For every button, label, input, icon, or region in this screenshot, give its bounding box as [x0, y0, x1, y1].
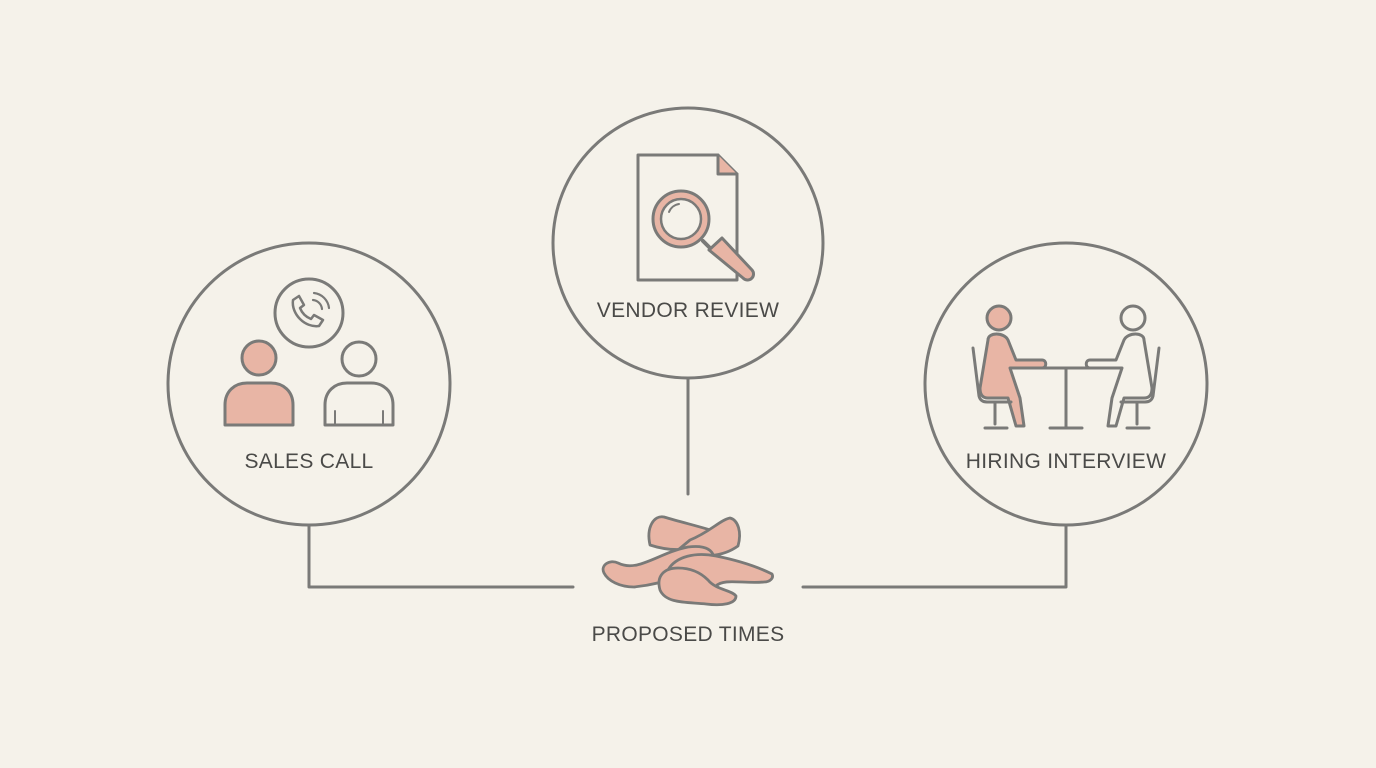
- connector-sales: [307, 523, 575, 589]
- phone-call-icon: [273, 277, 345, 349]
- label-sales-call: SALES CALL: [244, 450, 374, 473]
- document-search-icon: [636, 153, 755, 282]
- node-vendor-review: [551, 106, 825, 380]
- node-sales-call: [166, 241, 452, 527]
- label-proposed-times: PROPOSED TIMES: [591, 623, 785, 646]
- interview-table-icon: [971, 304, 1161, 430]
- connectors: [307, 376, 1068, 589]
- node-hiring-interview: [923, 241, 1209, 527]
- label-vendor-review: VENDOR REVIEW: [596, 299, 780, 322]
- people-icon: [223, 339, 395, 427]
- connector-hiring: [801, 523, 1068, 589]
- label-hiring-interview: HIRING INTERVIEW: [965, 450, 1167, 473]
- chips-pile-icon: [601, 515, 774, 607]
